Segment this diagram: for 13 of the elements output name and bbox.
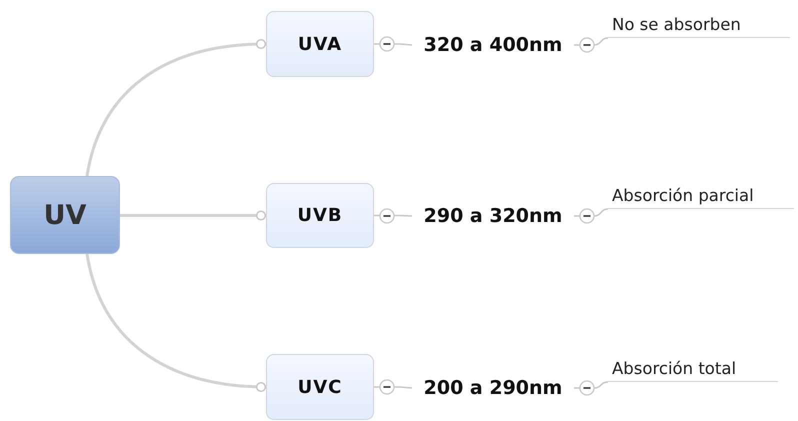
branch-line [86, 39, 266, 176]
note-text: No se absorben [608, 6, 790, 38]
branch-line [86, 254, 266, 392]
topic-box: UVC [266, 354, 374, 420]
topic-box: UVB [266, 183, 374, 248]
range-text: 320 a 400nm [412, 30, 574, 60]
note-text: Absorción parcial [608, 177, 794, 209]
range-text: 200 a 290nm [412, 373, 574, 403]
topic-box: UVA [266, 11, 374, 77]
root-topic-box: UV [10, 176, 120, 254]
note-text: Absorción total [608, 350, 778, 382]
range-text: 290 a 320nm [412, 201, 574, 231]
branch-line [120, 210, 266, 221]
